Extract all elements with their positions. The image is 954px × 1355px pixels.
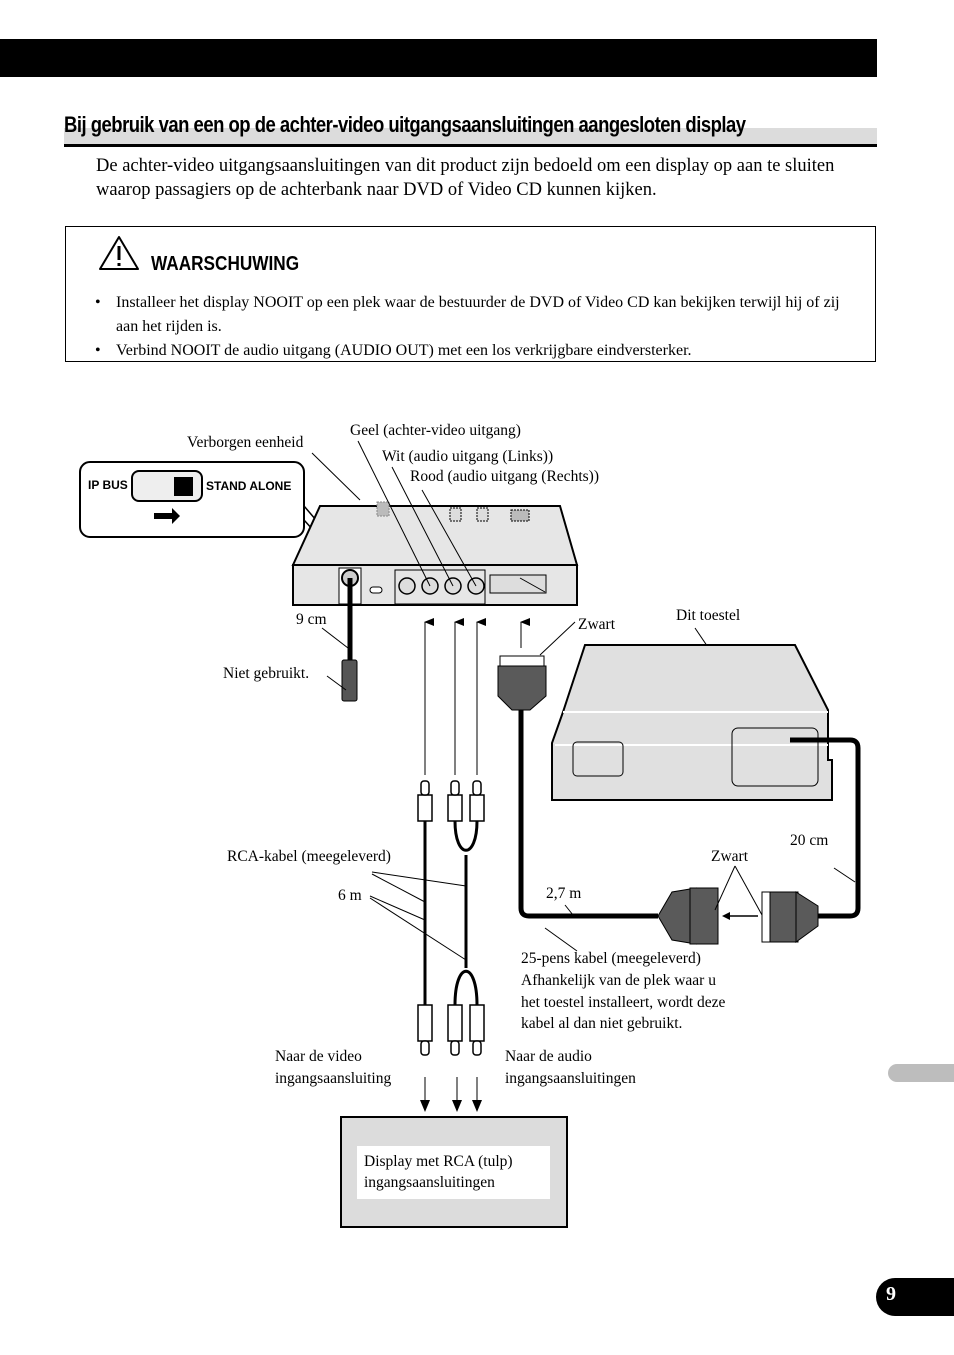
- arrow-right-icon: [154, 508, 180, 524]
- rca-plugs-top: [417, 780, 485, 822]
- intro-paragraph: De achter-video uitgangsaansluitingen va…: [96, 156, 835, 200]
- to-video-label-1: Naar de video: [275, 1048, 362, 1065]
- nine-cm-label: 9 cm: [296, 611, 327, 628]
- warning-title: WAARSCHUWING: [151, 253, 300, 275]
- white-output-label: Wit (audio uitgang (Links)): [382, 448, 554, 465]
- not-used-label: Niet gebruikt.: [223, 665, 310, 682]
- warning-list: Installeer het display NOOIT op een plek…: [95, 291, 865, 363]
- red-output-label: Rood (audio uitgang (Rechts)): [410, 468, 599, 485]
- down-arrows: [420, 1077, 482, 1112]
- ip-bus-label: IP BUS: [88, 478, 128, 492]
- section-heading: Bij gebruik van een op de achter-video u…: [64, 112, 746, 137]
- warning-box: WAARSCHUWING Installeer het display NOOI…: [65, 226, 876, 363]
- section-side-tab: [888, 1064, 954, 1082]
- heading-rule: [64, 144, 877, 147]
- cable-25pin-label-3: het toestel installeert, wordt deze: [521, 994, 726, 1011]
- rca-cable-label: RCA-kabel (meegeleverd): [227, 848, 391, 865]
- warning-item: Verbind NOOIT de audio uitgang (AUDIO OU…: [95, 339, 865, 363]
- cable-25pin-label-2: Afhankelijk van de plek waar u: [521, 972, 716, 989]
- switch-knob: [174, 477, 193, 496]
- heading-background: [64, 128, 877, 144]
- header-bar: [0, 39, 877, 77]
- black-label-bottom: Zwart: [711, 848, 749, 865]
- this-unit-label: Dit toestel: [676, 607, 741, 624]
- rca-plugs-bottom: [417, 1004, 485, 1056]
- warning-triangle-icon: [99, 236, 139, 270]
- stand-alone-label: STAND ALONE: [206, 479, 292, 493]
- display-label-line-1: Display met RCA (tulp): [364, 1153, 513, 1170]
- yellow-output-label: Geel (achter-video uitgang): [350, 422, 521, 439]
- hidden-unit-label: Verborgen eenheid: [187, 434, 304, 451]
- connector-pair: [657, 887, 819, 945]
- twenty-cm-label: 20 cm: [790, 832, 829, 849]
- warning-item: Installeer het display NOOIT op een plek…: [95, 291, 865, 339]
- hidden-unit: [291, 501, 579, 606]
- display-label: Display met RCA (tulp) ingangsaansluitin…: [357, 1146, 550, 1199]
- two-seven-m-label: 2,7 m: [546, 885, 582, 902]
- page-number-tab: [876, 1278, 954, 1316]
- page-number: 9: [886, 1283, 896, 1305]
- cable-25pin-label-1: 25-pens kabel (meegeleverd): [521, 950, 701, 967]
- to-audio-label-1: Naar de audio: [505, 1048, 592, 1065]
- main-unit: [551, 644, 833, 801]
- switch-callout: [79, 461, 305, 538]
- six-m-label: 6 m: [338, 887, 362, 904]
- black-label-top: Zwart: [578, 616, 616, 633]
- to-audio-label-2: ingangsaansluitingen: [505, 1070, 636, 1087]
- display-label-line-2: ingangsaansluitingen: [364, 1174, 495, 1191]
- to-video-label-2: ingangsaansluiting: [275, 1070, 392, 1087]
- unused-plug: [341, 659, 358, 702]
- cable-25pin-label-4: kabel al dan niet gebruikt.: [521, 1015, 683, 1032]
- connector-25pin-top: [497, 655, 547, 711]
